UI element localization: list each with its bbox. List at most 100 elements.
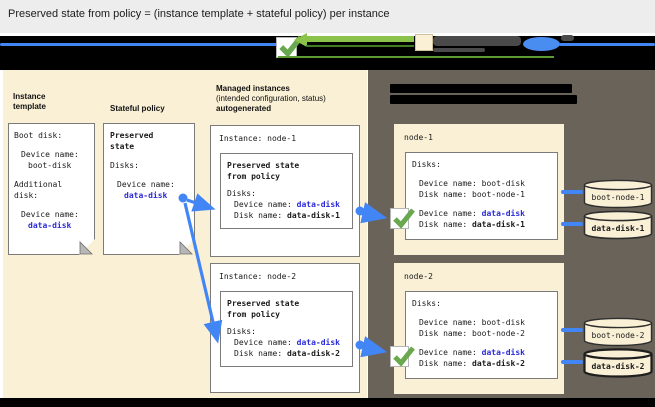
device-name-line: Device name: data-disk xyxy=(227,199,346,210)
preserved-state-title: Preserved state from policy xyxy=(227,161,300,181)
preserved-state-box-node-1: Preserved state from policy Disks: Devic… xyxy=(220,153,353,229)
disk-connector xyxy=(561,328,583,332)
disk-connector xyxy=(561,222,583,226)
legend-green-line xyxy=(278,56,554,58)
disks-label: Disks: xyxy=(227,327,256,336)
boot-device-value: boot-disk xyxy=(28,161,72,170)
data-disk-line: Disk name: data-disk-2 xyxy=(412,358,551,369)
checkmark-icon xyxy=(393,346,415,367)
device-label: Device name: xyxy=(419,318,477,327)
disks-label: Disks: xyxy=(227,189,256,198)
data-device-value: data-disk xyxy=(28,221,72,230)
vm-disks-box-node-1: Disks: Device name: boot-disk Disk name:… xyxy=(405,152,558,240)
disk-value: data-disk-2 xyxy=(472,359,525,368)
device-label: Device name: xyxy=(234,338,292,347)
boot-disk-label: Boot disk: xyxy=(14,131,63,140)
instance-title: Instance: node-2 xyxy=(219,272,297,281)
header-bar: Preserved state from policy = (instance … xyxy=(0,0,655,33)
legend-blue-connector-left xyxy=(0,43,277,46)
disk-label: Disk name: xyxy=(419,190,468,199)
boot-device-line: Device name: boot-disk xyxy=(412,178,551,189)
stateful-policy-card: Preserved state Disks: Device name: data… xyxy=(103,123,195,255)
vm-disks-box-node-2: Disks: Device name: boot-disk Disk name:… xyxy=(405,291,558,379)
disk-name-line: Disk name: data-disk-1 xyxy=(227,210,346,221)
legend-redacted-text xyxy=(433,36,521,46)
node-name: node-2 xyxy=(404,272,433,281)
legend-blue-disk-icon xyxy=(523,37,560,51)
legend-green-underline xyxy=(306,45,414,47)
device-label: Device name: xyxy=(419,209,477,218)
disk-value: data-disk-1 xyxy=(287,211,340,220)
preserved-state-box-node-2: Preserved state from policy Disks: Devic… xyxy=(220,291,353,367)
disk-cylinder-data-disk-1: data-disk-1 xyxy=(583,210,653,240)
stateful-policy-heading: Stateful policy xyxy=(110,104,165,113)
device-value: boot-disk xyxy=(481,318,525,327)
device-label: Device name: xyxy=(419,348,477,357)
disk-value: data-disk-1 xyxy=(472,220,525,229)
disk-connector xyxy=(561,360,583,364)
folded-corner-icon xyxy=(79,239,95,255)
device-label: Device name: xyxy=(419,179,477,188)
disk-label: Disk name: xyxy=(234,211,283,220)
device-name-label: Device name: xyxy=(21,150,79,159)
device-name-line: Device name: data-disk xyxy=(227,337,346,348)
device-name-label: Device name: xyxy=(21,210,79,219)
boot-disk-line: Disk name: boot-node-1 xyxy=(412,189,551,200)
disk-value: boot-node-1 xyxy=(472,190,525,199)
disk-label: Disk name: xyxy=(419,220,468,229)
device-value: boot-disk xyxy=(481,179,525,188)
disk-label: Disk name: xyxy=(234,349,283,358)
legend-template-swatch-icon xyxy=(415,34,433,51)
disks-label: Disks: xyxy=(110,161,139,170)
device-value: data-disk xyxy=(296,338,340,347)
instance-template-card: Boot disk: Device name: boot-disk Additi… xyxy=(8,123,95,255)
disk-label: boot-node-2 xyxy=(592,331,645,340)
disk-cylinder-boot-node-1: boot-node-1 xyxy=(583,179,653,209)
disk-cylinder-boot-node-2: boot-node-2 xyxy=(583,317,653,347)
additional-disk-label: Additional disk: xyxy=(14,180,63,200)
redacted-heading-line xyxy=(390,95,577,104)
preserved-state-title: Preserved state xyxy=(110,131,154,151)
disk-label: Disk name: xyxy=(419,359,468,368)
disks-label: Disks: xyxy=(412,160,441,169)
disk-name-line: Disk name: data-disk-2 xyxy=(227,348,346,359)
disk-label: data-disk-1 xyxy=(592,223,645,233)
disk-label: boot-node-1 xyxy=(592,193,645,202)
data-device-line: Device name: data-disk xyxy=(412,208,551,219)
preserved-state-title: Preserved state from policy xyxy=(227,299,300,319)
legend-redacted-text xyxy=(433,48,485,52)
disks-label: Disks: xyxy=(412,299,441,308)
legend-redacted-text xyxy=(561,35,574,41)
disk-value: data-disk-2 xyxy=(287,349,340,358)
node-name: node-1 xyxy=(404,133,433,142)
device-value: data-disk xyxy=(296,200,340,209)
device-value: data-disk xyxy=(481,348,525,357)
disk-value: boot-node-2 xyxy=(472,329,525,338)
managed-instances-heading: Managed instances (intended configuratio… xyxy=(216,84,366,114)
instance-template-heading: Instance template xyxy=(13,92,46,111)
boot-disk-line: Disk name: boot-node-2 xyxy=(412,328,551,339)
redacted-heading-line xyxy=(390,84,572,93)
device-label: Device name: xyxy=(234,200,292,209)
folded-corner-icon xyxy=(179,239,195,255)
bottom-bar xyxy=(0,398,655,407)
managed-heading-line2: (intended configuration, status) xyxy=(216,94,326,103)
legend-green-arrow-icon xyxy=(294,33,307,47)
disk-cylinder-data-disk-2: data-disk-2 xyxy=(583,348,653,378)
disk-connector xyxy=(561,190,583,194)
disk-label: data-disk-2 xyxy=(592,361,645,371)
instance-title: Instance: node-1 xyxy=(219,134,297,143)
managed-heading-line3: autogenerated xyxy=(216,104,272,113)
checkmark-icon xyxy=(393,208,415,229)
page-title: Preserved state from policy = (instance … xyxy=(8,8,390,20)
managed-heading-line1: Managed instances xyxy=(216,84,290,93)
legend-blue-connector-right xyxy=(559,43,655,46)
data-disk-line: Disk name: data-disk-1 xyxy=(412,219,551,230)
data-device-line: Device name: data-disk xyxy=(412,347,551,358)
disk-label: Disk name: xyxy=(419,329,468,338)
device-value: data-disk xyxy=(124,191,168,200)
boot-device-line: Device name: boot-disk xyxy=(412,317,551,328)
device-value: data-disk xyxy=(481,209,525,218)
legend-green-arrow-shaft xyxy=(306,36,414,42)
